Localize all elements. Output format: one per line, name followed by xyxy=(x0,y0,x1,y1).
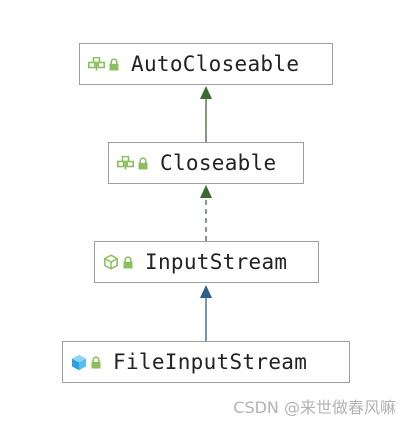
arrowhead-autocloseable xyxy=(200,86,212,99)
interface-icon xyxy=(117,156,134,170)
arrowhead-inputstream xyxy=(200,285,212,298)
node-label: AutoCloseable xyxy=(131,52,300,76)
interface-icon xyxy=(88,57,105,71)
abstract-class-icon xyxy=(103,254,119,270)
public-lock-icon xyxy=(109,57,119,71)
public-lock-icon xyxy=(91,355,101,369)
public-lock-icon xyxy=(123,255,133,269)
node-closeable[interactable]: Closeable xyxy=(108,142,304,184)
class-icon xyxy=(71,354,87,371)
node-autocloseable[interactable]: AutoCloseable xyxy=(79,43,333,85)
node-inputstream[interactable]: InputStream xyxy=(94,241,319,283)
watermark: CSDN @来世做春风嘛 xyxy=(233,398,396,417)
node-label: Closeable xyxy=(160,151,277,175)
node-label: InputStream xyxy=(145,250,288,274)
public-lock-icon xyxy=(138,156,148,170)
node-label: FileInputStream xyxy=(113,350,308,374)
arrowhead-closeable xyxy=(200,185,212,198)
node-fileinputstream[interactable]: FileInputStream xyxy=(62,341,350,383)
